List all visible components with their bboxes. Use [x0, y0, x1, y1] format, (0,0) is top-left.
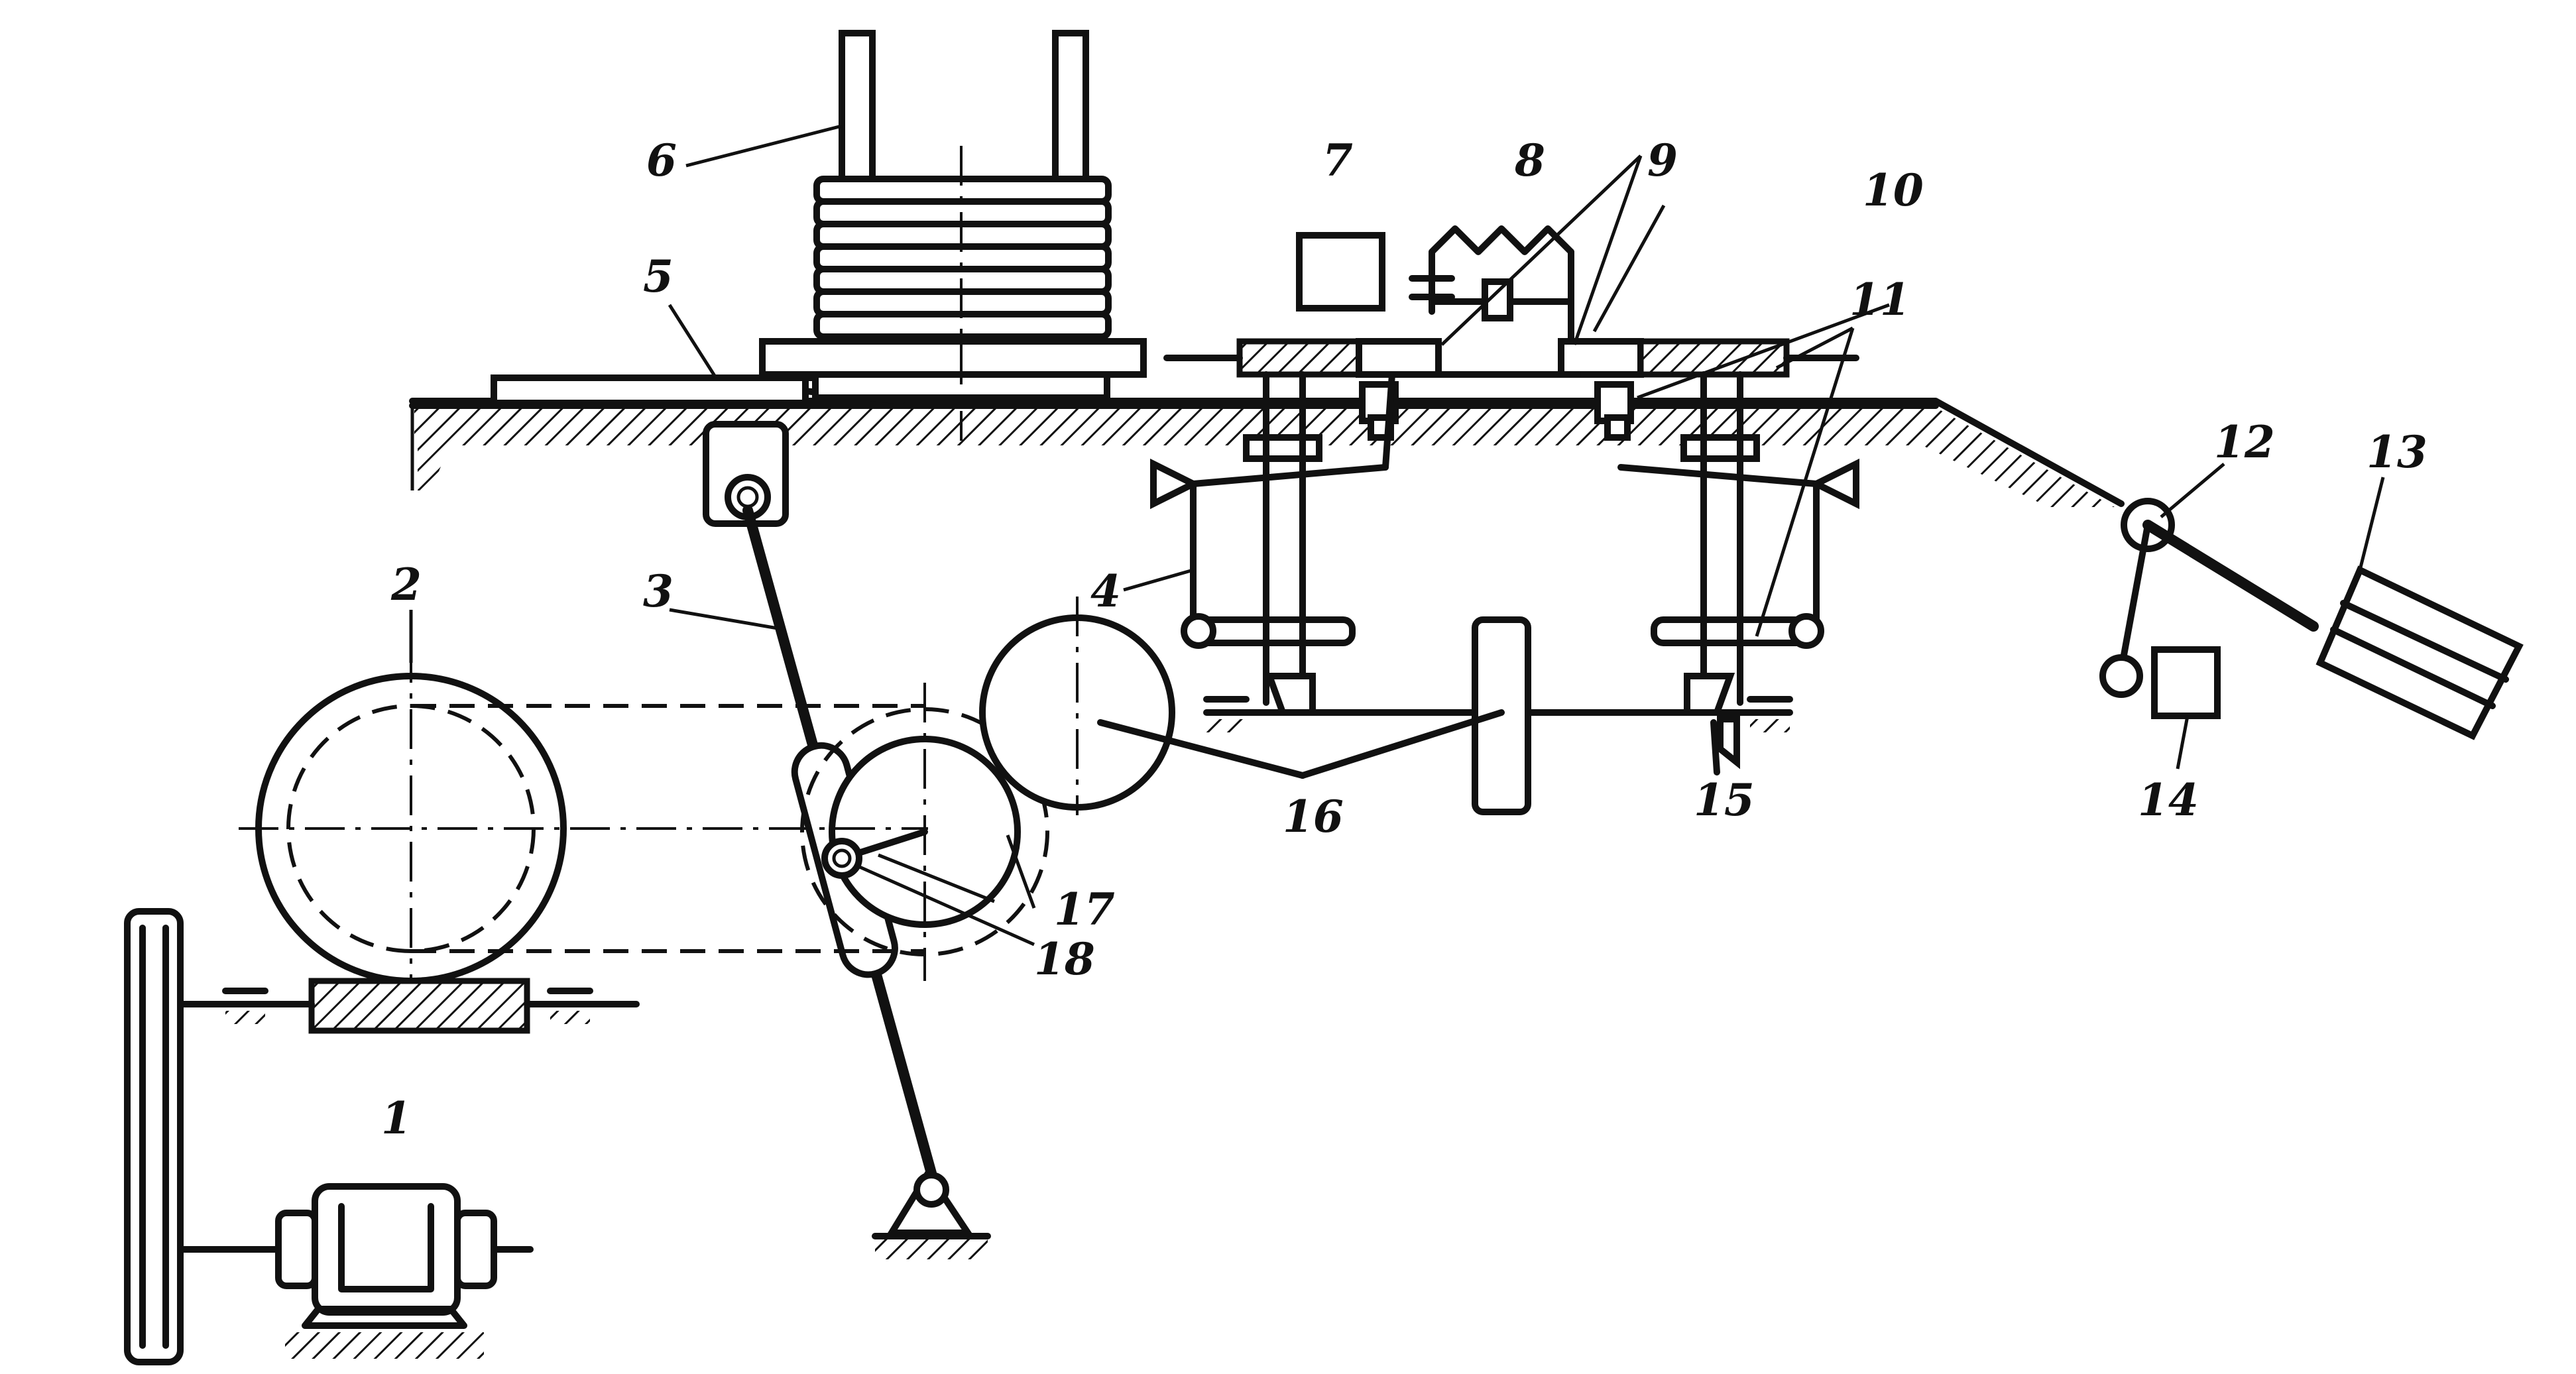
part-labels: 1 2 3 4 5 6 7 8 9 10 11 12 13 14 15 16 1…: [381, 135, 2428, 1144]
label-17: 17: [1054, 884, 1115, 935]
label-7: 7: [1322, 135, 1353, 186]
clamp-unit: [1163, 225, 1859, 441]
label-18: 18: [1034, 933, 1095, 985]
leader-lines: [409, 124, 2385, 946]
label-11: 11: [1849, 274, 1910, 325]
label-10: 10: [1863, 164, 1924, 216]
label-4: 4: [1090, 565, 1121, 617]
main-gear: [179, 643, 928, 1034]
stack-magazine: [759, 30, 1147, 441]
label-13: 13: [2367, 426, 2428, 478]
label-14: 14: [2138, 774, 2199, 826]
gear-train: [800, 597, 1175, 981]
discharge-unit: [2099, 498, 2524, 740]
label-1: 1: [381, 1092, 412, 1144]
label-9: 9: [1647, 135, 1678, 186]
cross-shaft: [1097, 616, 1793, 815]
belt-drive: [124, 908, 534, 1365]
label-16: 16: [1283, 791, 1344, 842]
label-8: 8: [1514, 135, 1545, 186]
lever-systems: [1150, 371, 1859, 706]
label-2: 2: [390, 559, 422, 610]
label-12: 12: [2214, 416, 2275, 468]
label-6: 6: [646, 135, 677, 186]
label-15: 15: [1694, 774, 1755, 826]
label-5: 5: [643, 251, 673, 302]
label-3: 3: [643, 565, 673, 617]
